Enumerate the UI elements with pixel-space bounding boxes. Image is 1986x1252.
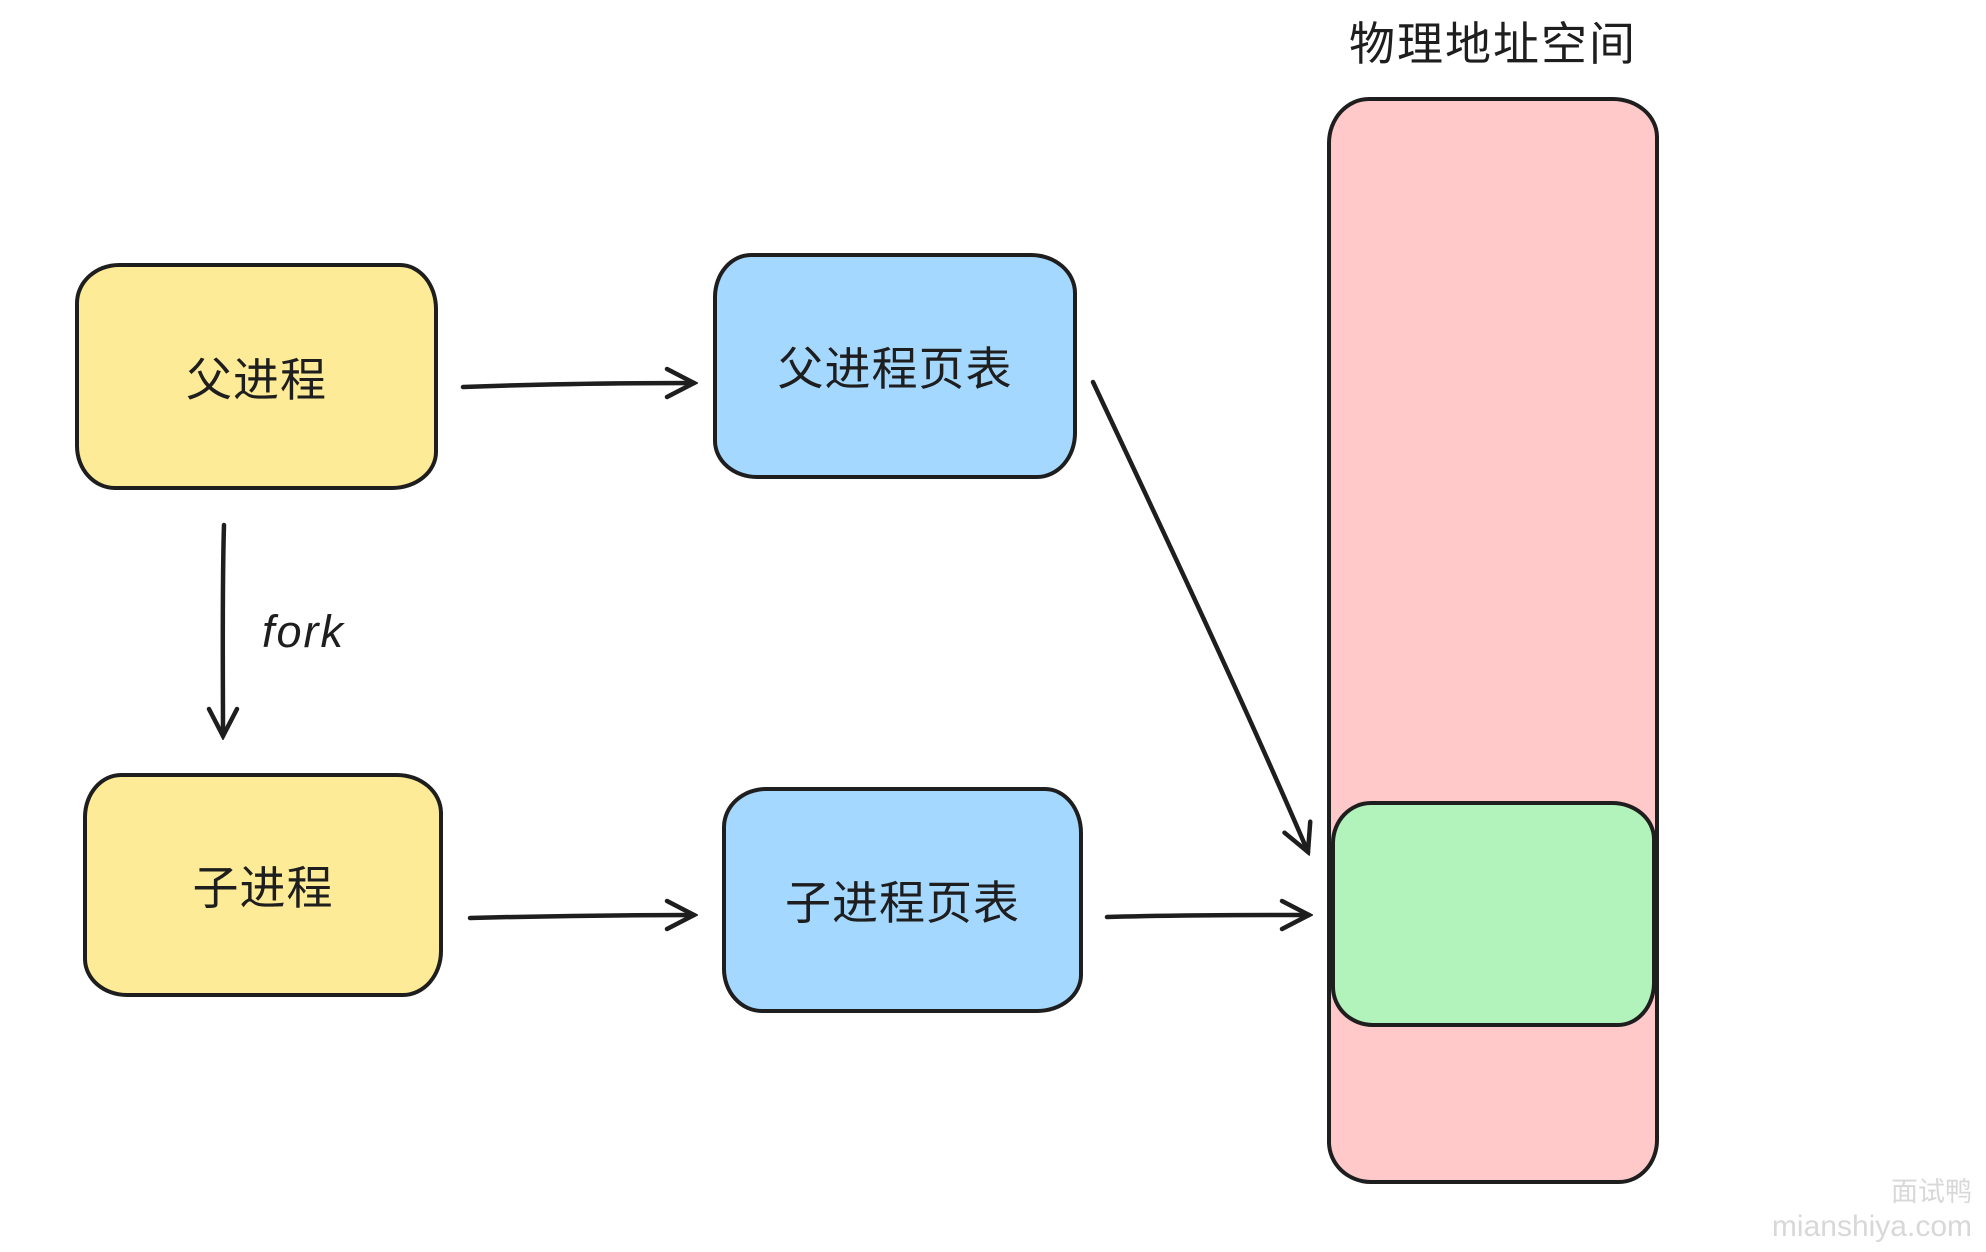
watermark: 面试鸭 mianshiya.com xyxy=(1772,1177,1972,1244)
watermark-brand: 面试鸭 xyxy=(1891,1176,1972,1207)
fork-edge-label: fork xyxy=(262,606,346,657)
arrow-parent-to-parent-table xyxy=(460,383,694,387)
child-process-box: 子进程 xyxy=(83,773,443,997)
child-page-table-label: 子进程页表 xyxy=(785,877,1020,929)
parent-page-table-label: 父进程页表 xyxy=(777,343,1013,395)
arrow-child-table-to-shared xyxy=(1104,915,1309,917)
parent-page-table-box: 父进程页表 xyxy=(713,253,1077,479)
parent-process-box: 父进程 xyxy=(75,263,438,490)
child-page-table-box: 子进程页表 xyxy=(722,787,1083,1013)
arrow-fork xyxy=(223,522,224,736)
parent-process-label: 父进程 xyxy=(186,353,327,406)
arrow-parent-table-to-shared xyxy=(1090,379,1308,852)
child-process-label: 子进程 xyxy=(192,862,334,914)
physical-space-title: 物理地址空间 xyxy=(1349,18,1637,70)
shared-physical-page-box xyxy=(1331,801,1656,1027)
physical-address-space-box xyxy=(1327,97,1659,1184)
watermark-site: mianshiya.com xyxy=(1771,1209,1972,1243)
arrow-child-to-child-table xyxy=(467,915,694,918)
